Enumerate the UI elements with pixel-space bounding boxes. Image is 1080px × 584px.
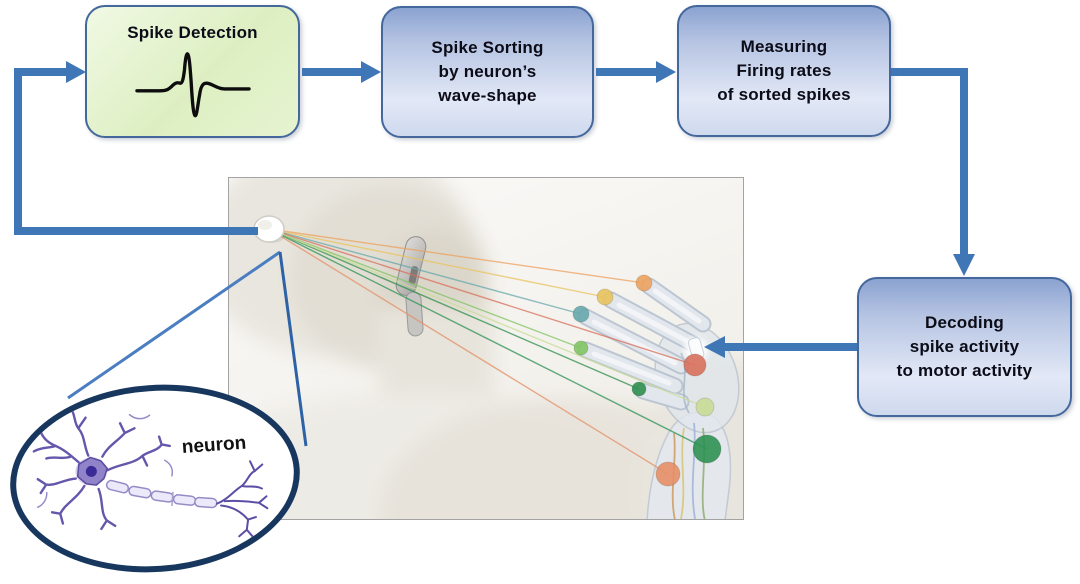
neuron-label: neuron [181,432,247,459]
implant-wires-and-electrode-dots [268,228,722,487]
axon-myelin [105,479,218,509]
brain-implant-icon [253,215,285,243]
spike-waveform-icon [134,51,251,117]
neuron-callout-ellipse: neuron [3,375,307,582]
arrowhead-icon [66,61,86,83]
flow-box-label: Spike Detection [127,23,258,42]
neuron-illustration [28,399,269,539]
flow-box-measuring-rates: Measuring Firing rates of sorted spikes [677,5,891,137]
implant-to-hand-photo [228,177,744,520]
flow-box-decoding: Decoding spike activity to motor activit… [857,277,1072,417]
flow-box-spike-detection: Spike Detection [85,5,300,138]
flow-box-spike-sorting: Spike Sorting by neuron’s wave-shape [381,6,594,138]
flow-box-label: Spike Sorting by neuron’s wave-shape [431,38,544,105]
arrowhead-icon [656,61,676,83]
flow-box-label: Decoding spike activity to motor activit… [896,313,1033,380]
arrowhead-icon [361,61,381,83]
flow-box-label: Measuring Firing rates of sorted spikes [717,37,851,104]
arrow-box3-to-box4 [891,68,968,254]
arrowhead-icon [953,254,975,276]
hand-anatomy-illustration [577,277,740,519]
